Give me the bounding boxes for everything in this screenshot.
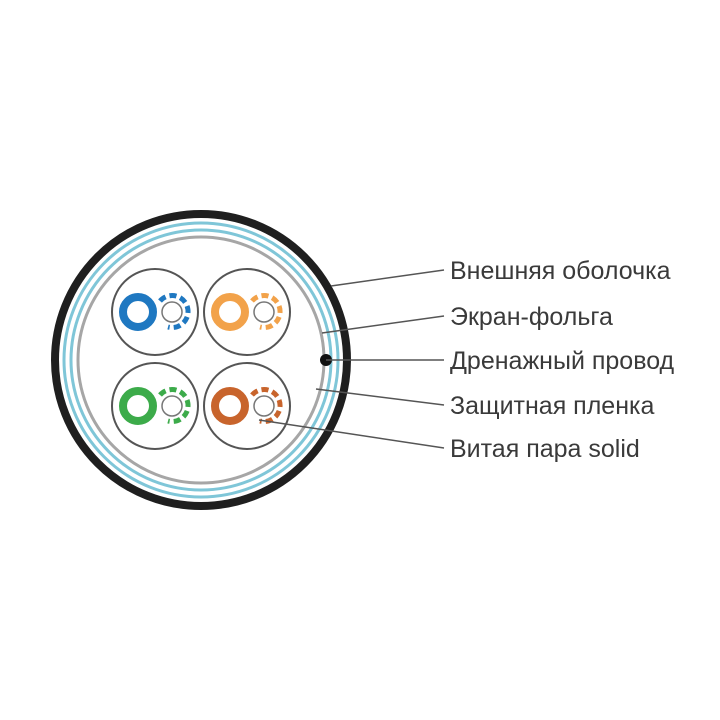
twisted-pair-blue [111,268,199,356]
label-twisted-pair: Витая пара solid [450,435,640,463]
label-outer-jacket: Внешняя оболочка [450,257,671,285]
label-foil-shield: Экран-фольга [450,303,613,331]
leader-lines [258,269,445,449]
leader-line-protective-film [315,388,445,406]
twisted-pair-green [111,362,199,450]
leader-line-outer-jacket [330,269,445,287]
leader-line-twisted-pair [258,419,445,449]
label-protective-film: Защитная пленка [450,392,655,420]
twisted-pair-brown [203,362,291,450]
cable-cross-section [51,210,351,510]
leader-line-foil-shield [321,315,445,334]
label-drain-wire: Дренажный провод [450,347,675,375]
twisted-pair-orange [203,268,291,356]
protective-film [76,235,326,485]
